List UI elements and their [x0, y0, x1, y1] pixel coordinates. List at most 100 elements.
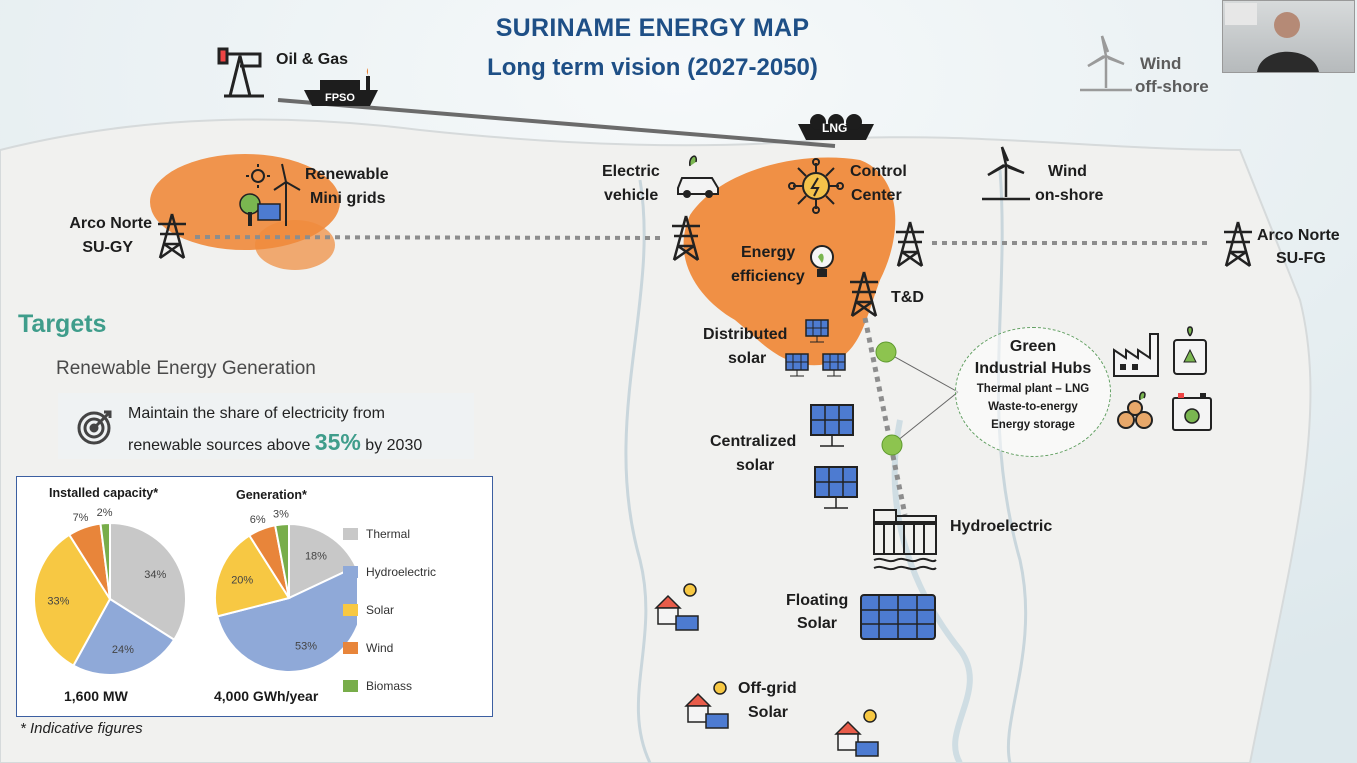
- hub-item-thermal: Thermal plant – LNG: [976, 383, 1090, 395]
- solar-panel-icon: [805, 319, 829, 343]
- legend-item-hydroelectric: Hydroelectric: [343, 565, 437, 579]
- legend-item-wind: Wind: [343, 641, 394, 655]
- offgrid-house-icon: [684, 681, 729, 729]
- wind-offshore-label-1: Wind: [1140, 54, 1182, 73]
- offgrid-label-1: Off-grid: [738, 680, 797, 697]
- wind-offshore-label-2: off-shore: [1135, 77, 1209, 96]
- transmission-tower-icon: [158, 213, 186, 260]
- transmission-tower-icon: [850, 271, 878, 318]
- goal-line-2-text: renewable sources above: [128, 437, 311, 454]
- pie-label-wind: 6%: [250, 514, 266, 526]
- goal-text: Maintain the share of electricity from r…: [128, 400, 422, 460]
- dist-solar-label-2: solar: [728, 350, 767, 367]
- green-hubs-title-2: Industrial Hubs: [974, 360, 1092, 377]
- legend-label: Wind: [366, 641, 394, 655]
- legend-item-thermal: Thermal: [343, 527, 411, 541]
- recycling-bin-icon: [1173, 326, 1207, 375]
- ev-label-1: Electric: [602, 163, 660, 180]
- dist-solar-label-1: Distributed: [703, 326, 788, 343]
- legend-label: Biomass: [366, 679, 413, 693]
- pie-label-solar: 33%: [47, 596, 69, 608]
- wind-onshore-label-2: on-shore: [1035, 187, 1104, 204]
- control-label-2: Center: [851, 187, 902, 204]
- pie-slice-thermal: [288, 522, 357, 600]
- control-label-1: Control: [850, 163, 907, 180]
- pie-label-hydroelectric: 53%: [295, 640, 317, 652]
- floating-solar-icon: [860, 594, 936, 640]
- target-icon: [77, 410, 112, 445]
- pie-label-hydroelectric: 24%: [112, 644, 134, 656]
- goal-line-2: renewable sources above 35% by 2030: [128, 428, 422, 460]
- lightbulb-icon: [810, 245, 834, 277]
- pie-charts: 34% 24% 33% 7% 2% 18% 53% 20% 6% 3%: [33, 507, 357, 676]
- cent-solar-label-2: solar: [736, 457, 775, 474]
- renewable-label-2: Mini grids: [310, 190, 386, 207]
- floating-solar-label-2: Solar: [797, 615, 838, 632]
- pie-label-biomass: 3%: [273, 508, 289, 520]
- arco-fg-label-1: Arco Norte: [1257, 227, 1340, 244]
- green-hubs-circle: [955, 327, 1111, 457]
- biomass-logs-icon: [1117, 391, 1153, 429]
- battery-storage-icon: [1172, 393, 1212, 431]
- pie-label-wind: 7%: [73, 512, 89, 524]
- offgrid-house-icon: [834, 709, 879, 757]
- cent-solar-label-1: Centralized: [710, 433, 797, 450]
- legend-label: Hydroelectric: [366, 565, 437, 579]
- map-subtitle: Long term vision (2027-2050): [487, 54, 818, 81]
- generation-chart-title: Generation*: [236, 488, 307, 502]
- legend-swatch: [343, 680, 358, 692]
- transmission-tower-icon: [672, 215, 700, 262]
- goal-line-2-end: by 2030: [365, 437, 423, 454]
- fpso-label: FPSO: [325, 92, 355, 104]
- hub-item-storage: Energy storage: [991, 419, 1075, 431]
- legend-item-solar: Solar: [343, 603, 395, 617]
- fpso-ship-icon: [304, 68, 378, 106]
- offgrid-house-icon: [654, 583, 699, 631]
- webcam-thumbnail: [1222, 0, 1355, 73]
- td-label: T&D: [891, 289, 924, 306]
- lng-ship-icon: [798, 114, 874, 140]
- pie-slice-biomass: [99, 521, 111, 600]
- legend-label: Solar: [366, 603, 395, 617]
- hydroelectric-dam-icon: [873, 509, 937, 571]
- floating-solar-label-1: Floating: [786, 592, 849, 609]
- renewable-generation-heading: Renewable Energy Generation: [56, 358, 316, 379]
- pie-label-thermal: 34%: [144, 569, 166, 581]
- legend-label: Thermal: [366, 527, 411, 541]
- green-hubs-title-1: Green: [1009, 338, 1057, 355]
- pie-label-thermal: 18%: [305, 551, 327, 563]
- transmission-tower-icon: [1224, 221, 1252, 268]
- solar-panel-icon: [814, 466, 858, 509]
- green-hubs-title: Green Industrial Hubs: [955, 336, 1111, 380]
- solar-panel-icon: [785, 353, 809, 377]
- arco-gy-label-2: SU-GY: [82, 239, 133, 256]
- ee-label-2: efficiency: [731, 268, 805, 285]
- wind-onshore-label-1: Wind: [1048, 163, 1087, 180]
- map-title: SURINAME ENERGY MAP: [495, 14, 810, 42]
- control-center-icon: [788, 158, 844, 214]
- capacity-total: 1,600 MW: [64, 688, 128, 704]
- mini-grid-icon: [239, 163, 301, 226]
- pie-slice-solar: [33, 533, 112, 667]
- presenter-icon: [1225, 3, 1319, 72]
- generation-total: 4,000 GWh/year: [214, 688, 319, 704]
- capacity-chart-title: Installed capacity*: [49, 486, 159, 500]
- solar-panel-icon: [810, 404, 854, 447]
- legend-swatch: [343, 566, 358, 578]
- arco-gy-label-1: Arco Norte: [69, 215, 152, 232]
- offgrid-label-2: Solar: [748, 704, 789, 721]
- oil-gas-label: Oil & Gas: [276, 51, 349, 68]
- targets-title: Targets: [18, 310, 107, 338]
- pie-slice-solar: [214, 534, 291, 618]
- renewable-label-1: Renewable: [305, 166, 389, 183]
- wind-turbine-icon: [1080, 35, 1132, 92]
- energy-mix-charts: Installed capacity* Generation* 34% 24% 33…: [16, 476, 493, 717]
- arco-fg-label-2: SU-FG: [1276, 250, 1326, 267]
- pie-label-biomass: 2%: [97, 507, 113, 519]
- pie-slice-hydroelectric: [216, 565, 357, 673]
- oil-pump-icon: [217, 47, 264, 98]
- ev-label-2: vehicle: [604, 187, 659, 204]
- legend-item-biomass: Biomass: [343, 679, 413, 693]
- lng-label: LNG: [822, 121, 848, 135]
- pie-label-solar: 20%: [231, 574, 253, 586]
